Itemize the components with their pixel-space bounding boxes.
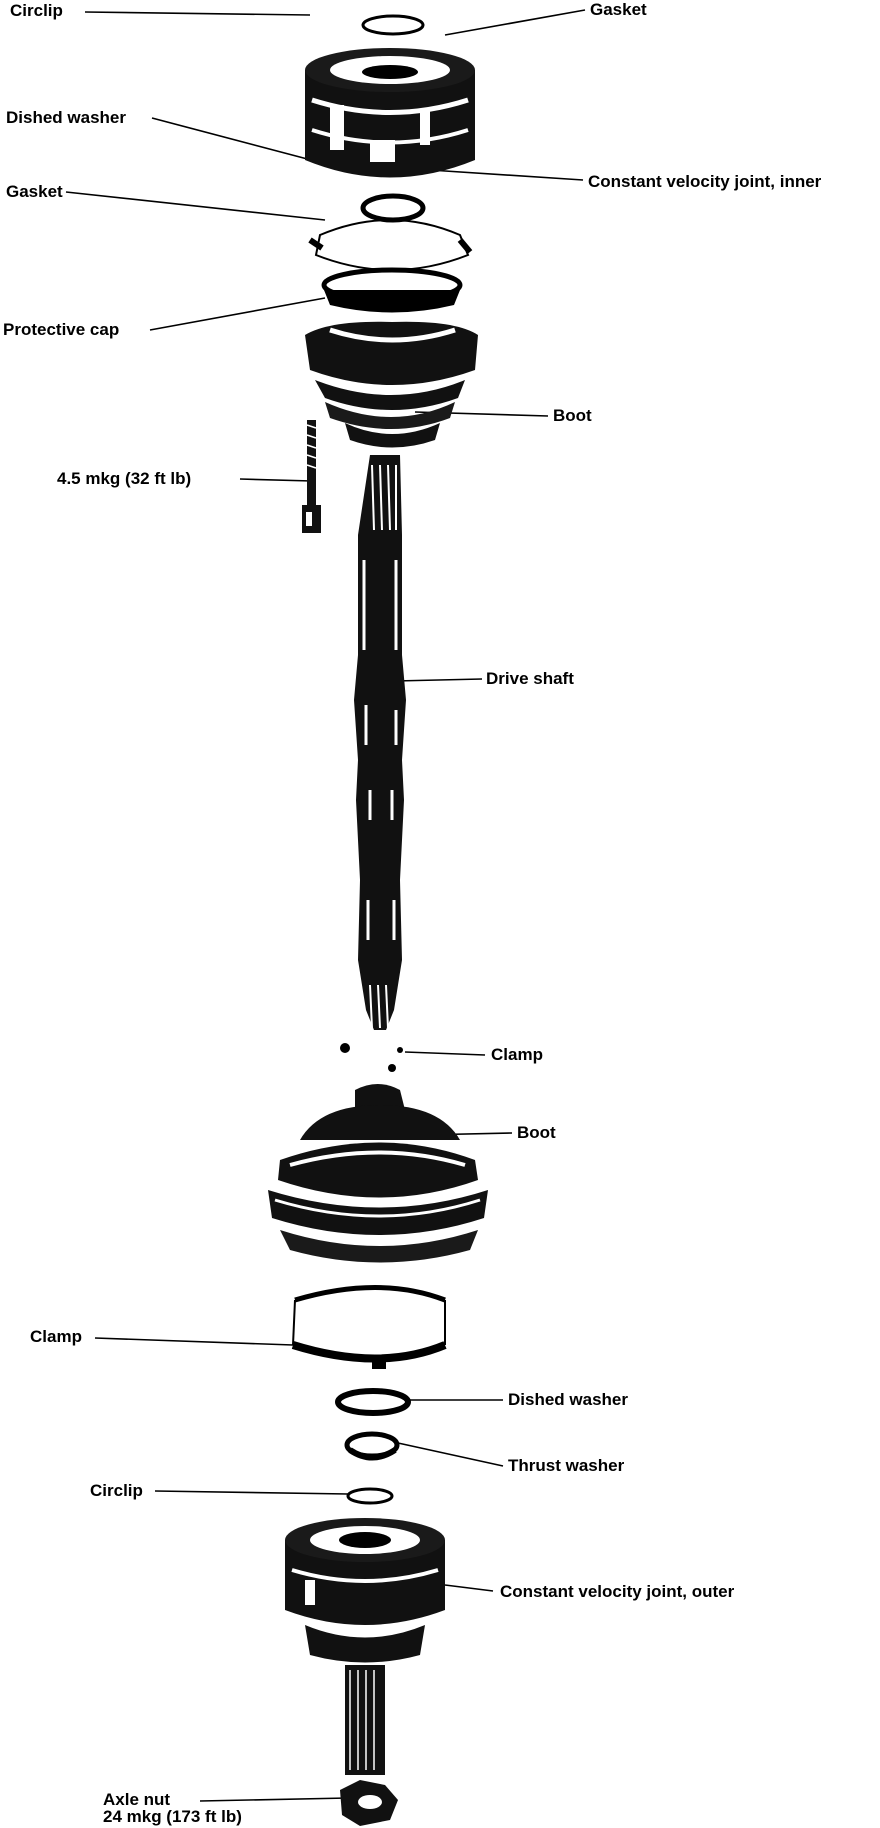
- leader-gasket-top: [444, 9, 586, 36]
- stub-shaft-part: [345, 1665, 385, 1775]
- circlip-top-part: [361, 14, 425, 36]
- protective-cap-part: [321, 267, 463, 313]
- gasket-mid-part: [308, 219, 473, 271]
- label-axle-nut: Axle nut: [103, 1790, 171, 1809]
- leader-bolt: [239, 478, 313, 482]
- label-thrust-washer: Thrust washer: [508, 1456, 625, 1475]
- leader-cv-joint-inner: [429, 169, 584, 181]
- label-drive-shaft: Drive shaft: [486, 669, 574, 688]
- boot-lower-part: [268, 1084, 488, 1263]
- leader-thrust-washer: [397, 1442, 504, 1467]
- leader-drive-shaft: [394, 678, 483, 682]
- leader-clamp-small: [404, 1051, 486, 1056]
- label-bolt-torque: 4.5 mkg (32 ft lb): [57, 469, 192, 488]
- label-axle-nut-torque: 24 mkg (173 ft lb): [103, 1807, 242, 1826]
- bolt-part: [302, 420, 321, 533]
- label-clamp-large: Clamp: [30, 1327, 82, 1346]
- label-circlip-top: Circlip: [10, 1, 63, 20]
- leader-circlip-top: [84, 11, 311, 16]
- label-gasket-top: Gasket: [590, 0, 647, 19]
- label-cv-joint-outer: Constant velocity joint, outer: [500, 1582, 735, 1601]
- dished-washer-top-part: [360, 193, 426, 223]
- leader-axle-nut: [199, 1797, 349, 1802]
- label-circlip-bottom: Circlip: [90, 1481, 143, 1500]
- label-gasket-mid: Gasket: [6, 182, 63, 201]
- leader-circlip-bottom: [154, 1490, 349, 1495]
- clamp-small-part: [340, 1043, 403, 1072]
- thrust-washer-part: [344, 1431, 400, 1461]
- label-boot-upper: Boot: [553, 406, 592, 425]
- leader-gasket-mid: [65, 191, 326, 221]
- label-boot-lower: Boot: [517, 1123, 556, 1142]
- drive-shaft-part: [354, 455, 406, 1030]
- leader-protective-cap: [149, 297, 326, 331]
- dished-washer-bottom-part: [335, 1388, 411, 1416]
- label-clamp-small: Clamp: [491, 1045, 543, 1064]
- label-cv-joint-inner: Constant velocity joint, inner: [588, 172, 822, 191]
- label-protective-cap: Protective cap: [3, 320, 120, 339]
- circlip-bottom-part: [346, 1487, 394, 1505]
- leader-cv-joint-outer: [444, 1584, 494, 1592]
- axle-nut-part: [340, 1780, 398, 1826]
- leader-clamp-large: [94, 1337, 294, 1346]
- cv-joint-outer-part: [285, 1518, 445, 1663]
- clamp-large-part: [291, 1285, 447, 1369]
- boot-upper-part: [305, 321, 478, 448]
- leader-lines: [65, 9, 586, 1802]
- label-dished-washer-bottom: Dished washer: [508, 1390, 628, 1409]
- cv-joint-inner-part: [305, 48, 475, 178]
- label-dished-washer-top: Dished washer: [6, 108, 126, 127]
